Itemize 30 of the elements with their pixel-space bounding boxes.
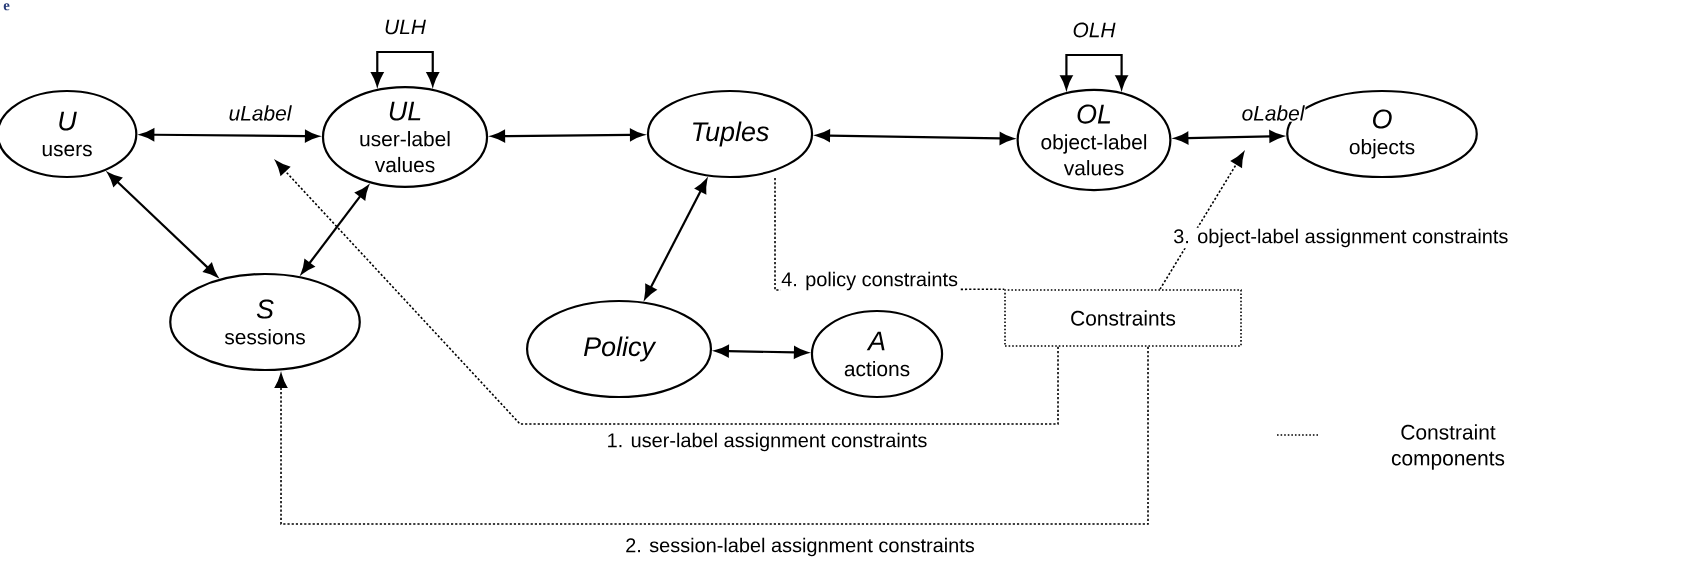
connector-arrow bbox=[715, 345, 808, 359]
ellipse-node: S sessions bbox=[169, 272, 361, 372]
connector-arrow bbox=[275, 160, 1059, 425]
panel-letter: e bbox=[3, 3, 10, 11]
edge-label: 4. policy constraints bbox=[780, 270, 960, 292]
connector-arrow bbox=[301, 185, 369, 274]
ellipse-node: OL object-label values bbox=[1016, 88, 1172, 192]
connector-arrow bbox=[644, 179, 708, 300]
connector-arrow bbox=[816, 129, 1014, 145]
connector-arrow bbox=[140, 128, 319, 143]
edge-label: ULH bbox=[383, 18, 427, 36]
connector-arrow bbox=[107, 172, 218, 278]
connector-arrow bbox=[1060, 53, 1128, 90]
connector-arrow bbox=[491, 128, 644, 143]
connector-arrow bbox=[274, 346, 1149, 525]
constraints-box: Constraints bbox=[1004, 289, 1242, 347]
edge-label: 3. object-label assignment constraints bbox=[1172, 227, 1510, 249]
ellipse-node: Policy bbox=[526, 299, 713, 399]
legend-text: Constraint components bbox=[1391, 424, 1505, 470]
ellipse-node: A actions bbox=[810, 309, 944, 399]
edge-label: 1. user-label assignment constraints bbox=[605, 431, 929, 453]
connector-arrow bbox=[371, 50, 439, 86]
ellipse-node: Tuples bbox=[646, 89, 814, 179]
ellipse-node: UL user-label values bbox=[321, 86, 489, 188]
edge-label: uLabel bbox=[227, 104, 293, 122]
edge-label: OLH bbox=[1071, 21, 1117, 39]
connector-arrow bbox=[1159, 151, 1245, 290]
edge-label: 2. session-label assignment constraints bbox=[624, 536, 976, 558]
connector-arrow bbox=[1174, 130, 1284, 145]
edge-label: oLabel bbox=[1240, 104, 1306, 122]
